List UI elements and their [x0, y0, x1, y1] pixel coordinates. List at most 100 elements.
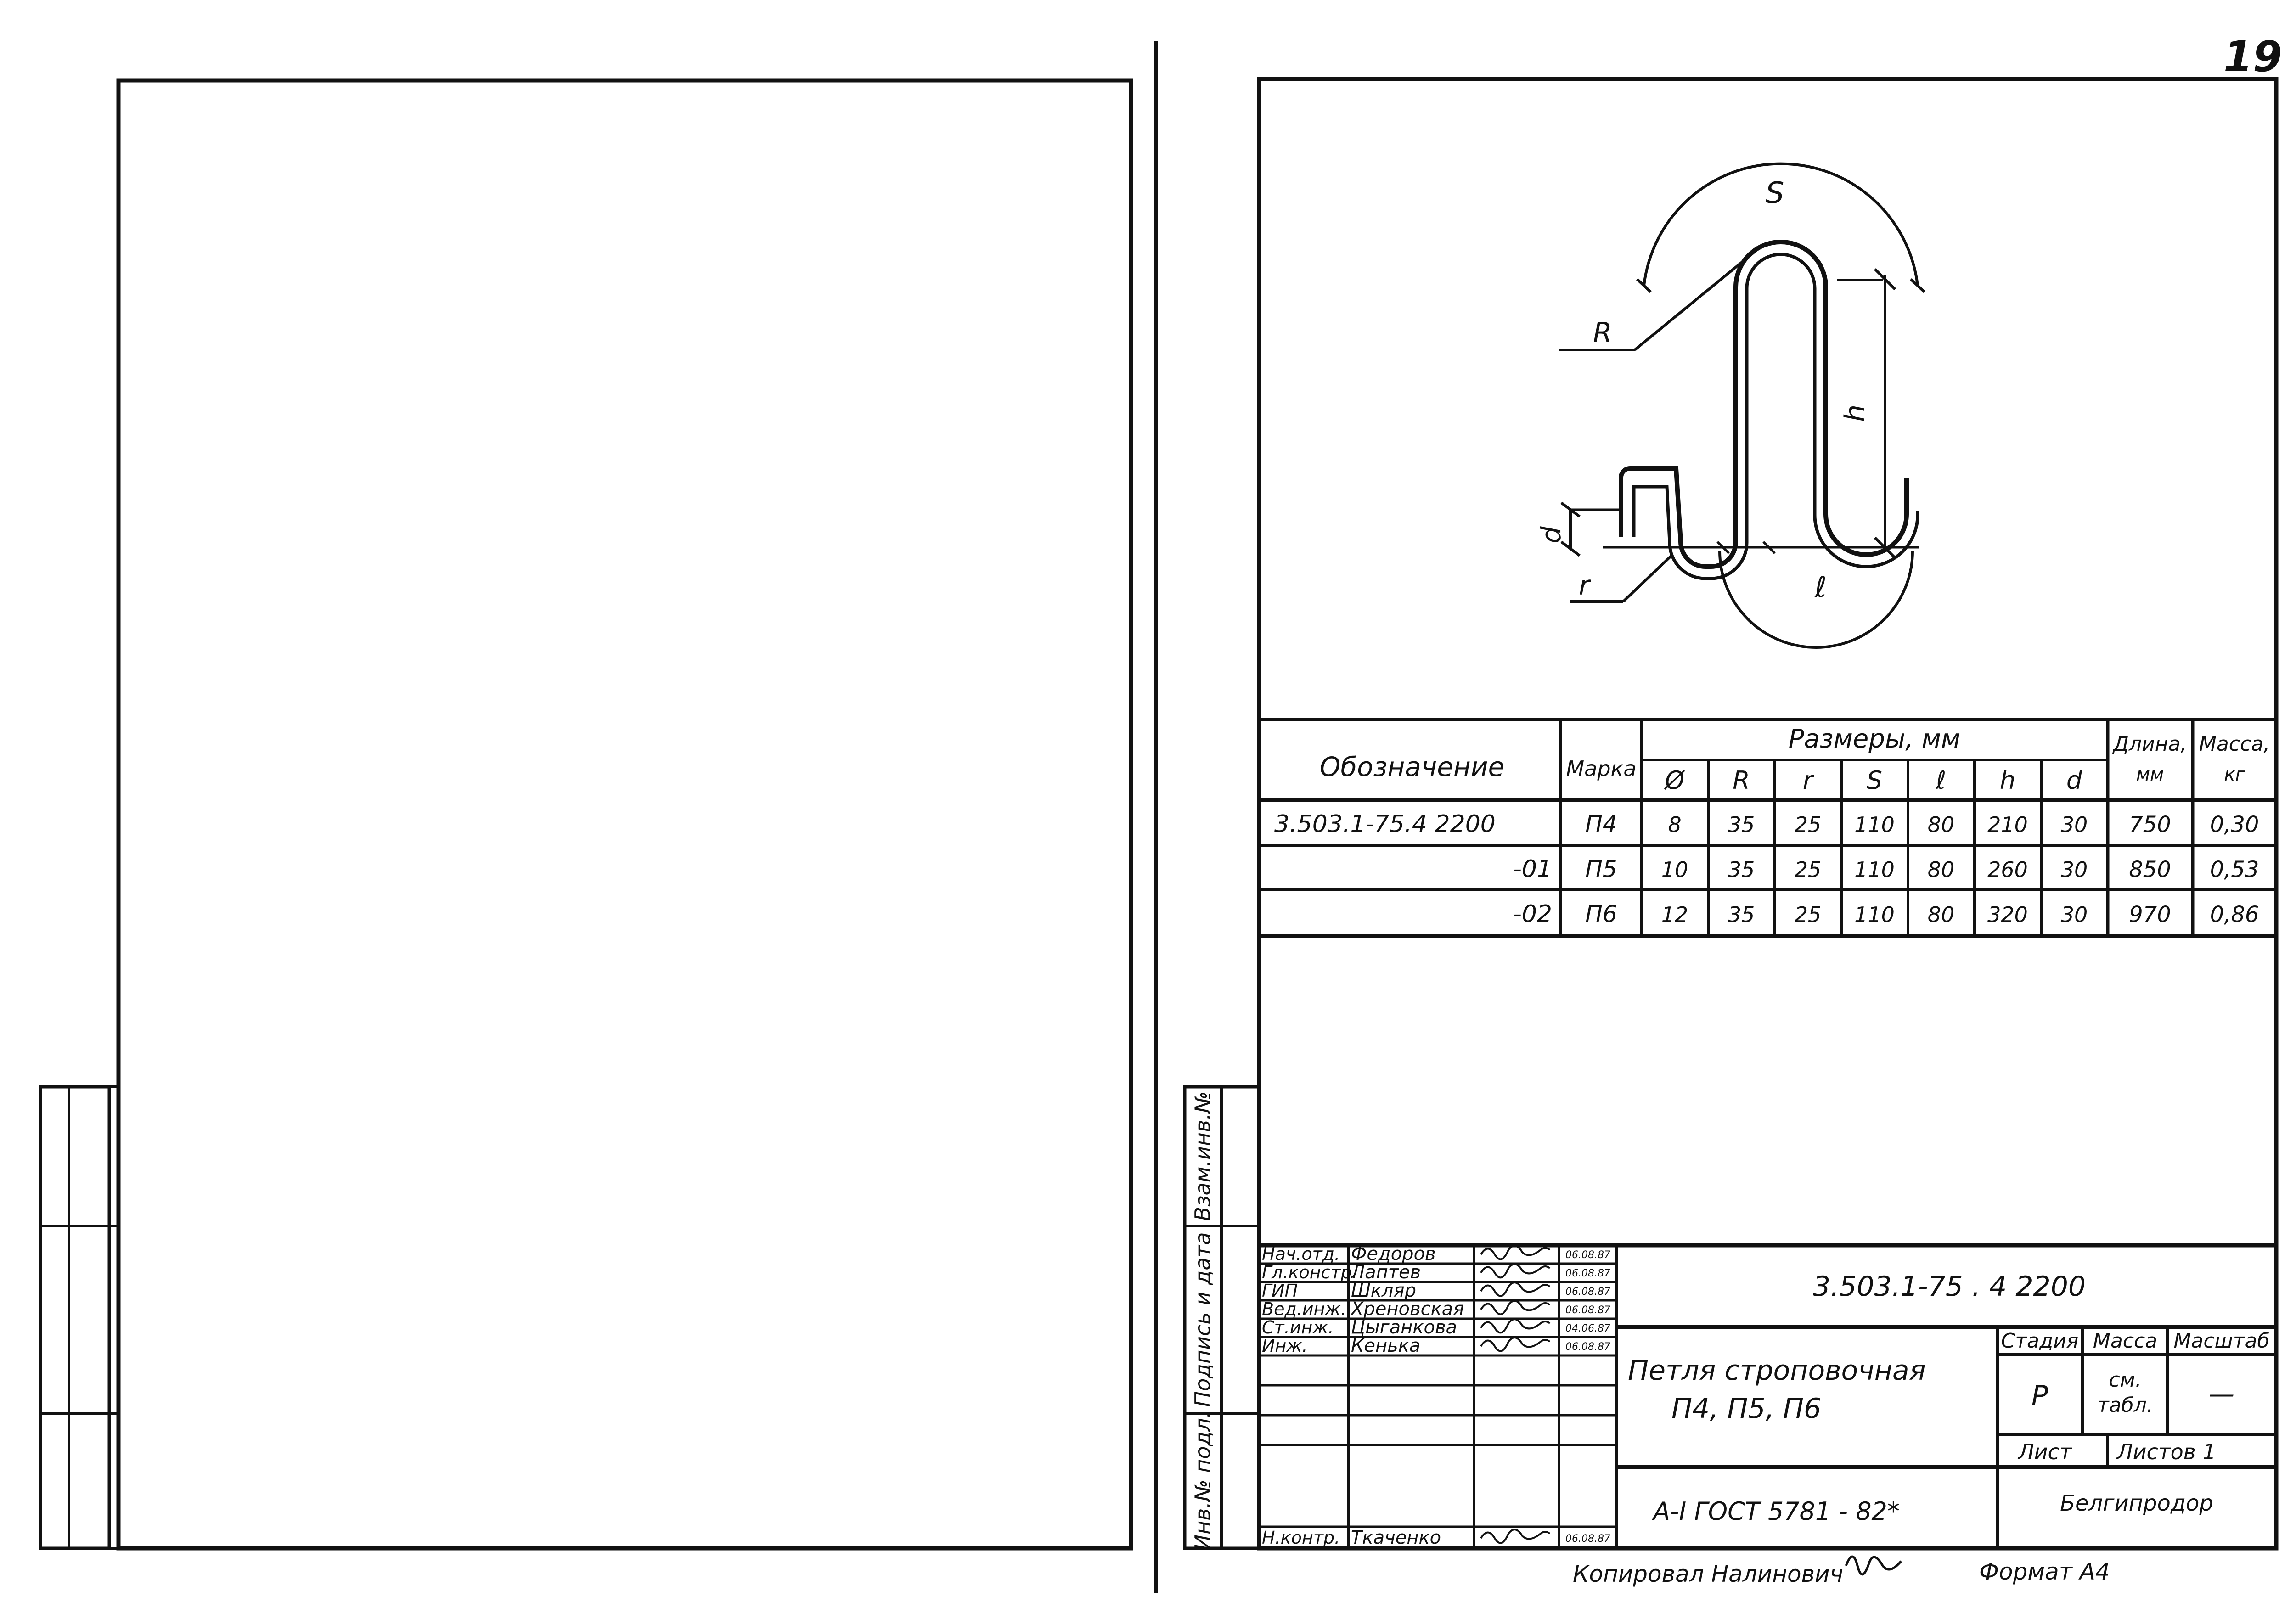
row-dim: 12 — [1661, 902, 1688, 927]
row-mass: 0,30 — [2210, 812, 2259, 838]
header-length-2: мм — [2136, 764, 2164, 785]
organization: Белгипродор — [2060, 1490, 2213, 1516]
signer-role: Гл.констр. — [1262, 1262, 1357, 1282]
format-label: Формат А4 — [1979, 1558, 2110, 1585]
handwritten-signature — [1480, 1318, 1551, 1334]
scale-value: — — [2209, 1379, 2234, 1409]
row-dim: 110 — [1854, 812, 1895, 837]
sign-date: 06.08.87 — [1565, 1249, 1610, 1261]
stamp-podpis: Подпись и дата — [1190, 1232, 1215, 1407]
signer-name: Федоров — [1351, 1243, 1436, 1265]
handwritten-signature — [1480, 1245, 1551, 1260]
row-dim: 30 — [2061, 902, 2088, 927]
signer-name: Цыганкова — [1351, 1317, 1457, 1338]
dim-arc-s — [1643, 162, 1919, 286]
loop-outer — [1619, 240, 1909, 569]
subcol-header: ℓ — [1936, 766, 1946, 795]
label-r-small: r — [1579, 570, 1591, 601]
subcol-header: S — [1867, 766, 1882, 795]
handwritten-signature — [1480, 1263, 1551, 1279]
material-spec: А-I ГОСТ 5781 - 82* — [1652, 1497, 1900, 1526]
row-dim: 35 — [1728, 902, 1755, 927]
row-dim: 260 — [1987, 857, 2028, 882]
signer-name: Кенька — [1351, 1335, 1420, 1356]
row-dim: 35 — [1728, 812, 1755, 837]
handwritten-signature — [1480, 1282, 1551, 1297]
signer-name: Лаптев — [1350, 1262, 1421, 1283]
row-length: 970 — [2129, 902, 2171, 928]
row-designation: -01 — [1513, 855, 1552, 883]
row-length: 750 — [2129, 812, 2171, 838]
label-h: h — [1839, 405, 1871, 422]
side-stamp: Взам.инв.№ Подпись и дата Инв.№ подл. — [1183, 1085, 1261, 1551]
sign-date: 06.08.87 — [1565, 1304, 1610, 1316]
left-stamp-box — [39, 1085, 111, 1550]
row-dim: 80 — [1928, 857, 1955, 882]
stamp-vzam: Взам.инв.№ — [1190, 1091, 1215, 1221]
subcol-header: R — [1733, 766, 1750, 795]
dim-arc-l — [1718, 551, 1914, 649]
sheets-label: Листов 1 — [2116, 1439, 2216, 1464]
signature-row: Нач.отд. Федоров 06.08.87 — [1262, 1243, 1610, 1265]
row-dim: 110 — [1854, 902, 1895, 927]
signer-role: Н.контр. — [1262, 1528, 1340, 1548]
sign-date: 06.08.87 — [1565, 1533, 1610, 1545]
mass-label: Масса — [2093, 1329, 2157, 1353]
row-dim: 35 — [1728, 857, 1755, 882]
row-dim: 25 — [1795, 857, 1822, 882]
row-dim: 25 — [1795, 812, 1822, 837]
row-mark: П5 — [1585, 856, 1617, 883]
row-mass: 0,86 — [2210, 902, 2259, 928]
signature-row: Гл.констр.Лаптев 06.08.87 — [1262, 1262, 1610, 1283]
row-dim: 320 — [1987, 902, 2028, 927]
header-length-1: Длина, — [2112, 732, 2187, 756]
header-dimensions: Размеры, мм — [1789, 724, 1960, 754]
left-page — [39, 78, 1133, 1551]
copied-by: Копировал Налинович — [1573, 1561, 1843, 1587]
header-mass-1: Масса, — [2199, 732, 2270, 756]
signer-role: Вед.инж. — [1262, 1299, 1346, 1319]
sign-date: 06.08.87 — [1565, 1268, 1610, 1279]
handwritten-signature — [1480, 1529, 1551, 1544]
scale-label: Масштаб — [2173, 1329, 2269, 1353]
loop-inner — [1632, 253, 1919, 580]
row-length: 850 — [2129, 857, 2171, 883]
sign-date: 06.08.87 — [1565, 1286, 1610, 1298]
row-designation: 3.503.1-75.4 2200 — [1274, 810, 1496, 838]
signature-row: ГИП Шкляр 06.08.87 — [1262, 1280, 1610, 1301]
stamp-inv: Инв.№ подл. — [1190, 1411, 1215, 1551]
mass-value-1: см. — [2109, 1368, 2141, 1392]
row-dim: 25 — [1795, 902, 1822, 927]
row-mark: П4 — [1585, 811, 1617, 838]
subcol-header: Ø — [1664, 766, 1685, 795]
row-dim: 110 — [1854, 857, 1895, 882]
label-l: ℓ — [1814, 570, 1827, 604]
row-dim: 30 — [2061, 812, 2088, 837]
mass-value-2: табл. — [2097, 1394, 2153, 1417]
subcol-header: d — [2066, 766, 2082, 795]
label-d: d — [1536, 526, 1567, 543]
row-dim: 10 — [1661, 857, 1688, 882]
page-number: 19 — [2223, 32, 2282, 81]
signer-role: Нач.отд. — [1262, 1244, 1340, 1264]
signer-role: Ст.инж. — [1262, 1317, 1334, 1338]
signer-role: ГИП — [1262, 1281, 1298, 1301]
sign-date: 06.08.87 — [1565, 1341, 1610, 1353]
copier-signature — [1845, 1555, 1902, 1576]
handwritten-signature — [1480, 1300, 1551, 1315]
doc-title-1: Петля строповочная — [1628, 1355, 1926, 1387]
header-designation: Обозначение — [1320, 751, 1504, 782]
label-r-big: R — [1593, 317, 1612, 349]
row-dim: 8 — [1668, 812, 1681, 837]
row-designation: -02 — [1513, 900, 1552, 928]
row-dim: 80 — [1928, 812, 1955, 837]
sheet-label: Лист — [2017, 1439, 2072, 1464]
signer-name: Шкляр — [1351, 1280, 1416, 1301]
handwritten-signature — [1480, 1337, 1551, 1352]
